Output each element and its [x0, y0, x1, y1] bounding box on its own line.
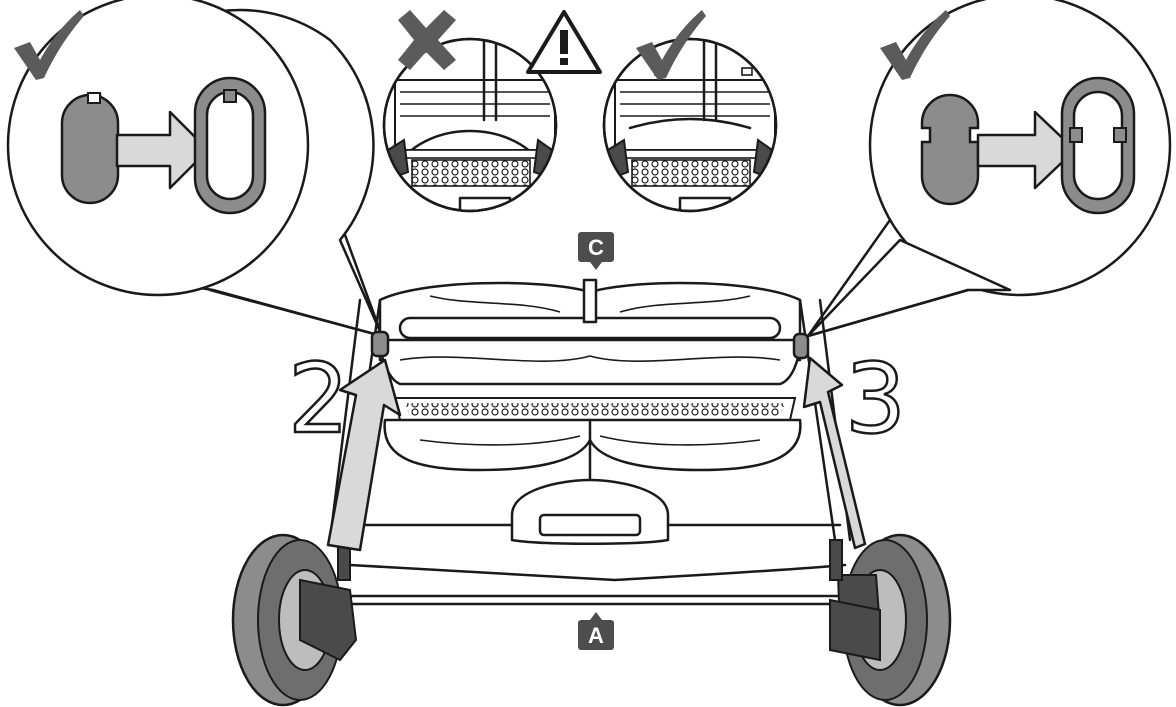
right-notched-piece	[920, 93, 980, 206]
incorrect-fold-detail	[382, 37, 558, 213]
right-up-arrow	[802, 356, 867, 550]
warning-icon	[526, 10, 602, 74]
right-receiving-ring	[1060, 76, 1136, 215]
cross-icon	[398, 10, 456, 70]
correct-fold-detail	[602, 37, 778, 213]
callout-label-c: C	[588, 235, 604, 260]
callout-tag-c: C	[578, 232, 614, 270]
left-zoom-callout	[6, 0, 384, 338]
stroller-frame	[328, 278, 852, 606]
right-insert-arrow	[976, 110, 1077, 190]
left-receiving-ring	[193, 76, 267, 215]
step-number-2: 2	[288, 343, 349, 455]
right-hinge-slot	[792, 332, 810, 360]
left-wheel	[231, 533, 358, 707]
left-slot-tab-piece	[60, 92, 120, 205]
step-number-3: 3	[845, 343, 906, 455]
right-wheel	[829, 533, 952, 707]
right-zoom-callout	[806, 0, 1172, 338]
left-up-arrow	[326, 358, 402, 552]
left-insert-arrow	[115, 110, 210, 190]
checkmark-icon	[636, 10, 706, 80]
checkmark-icon	[880, 10, 950, 80]
callout-tag-a: A	[578, 612, 614, 650]
left-hinge-slot	[370, 330, 390, 358]
callout-label-a: A	[588, 623, 604, 648]
checkmark-icon	[14, 10, 84, 80]
